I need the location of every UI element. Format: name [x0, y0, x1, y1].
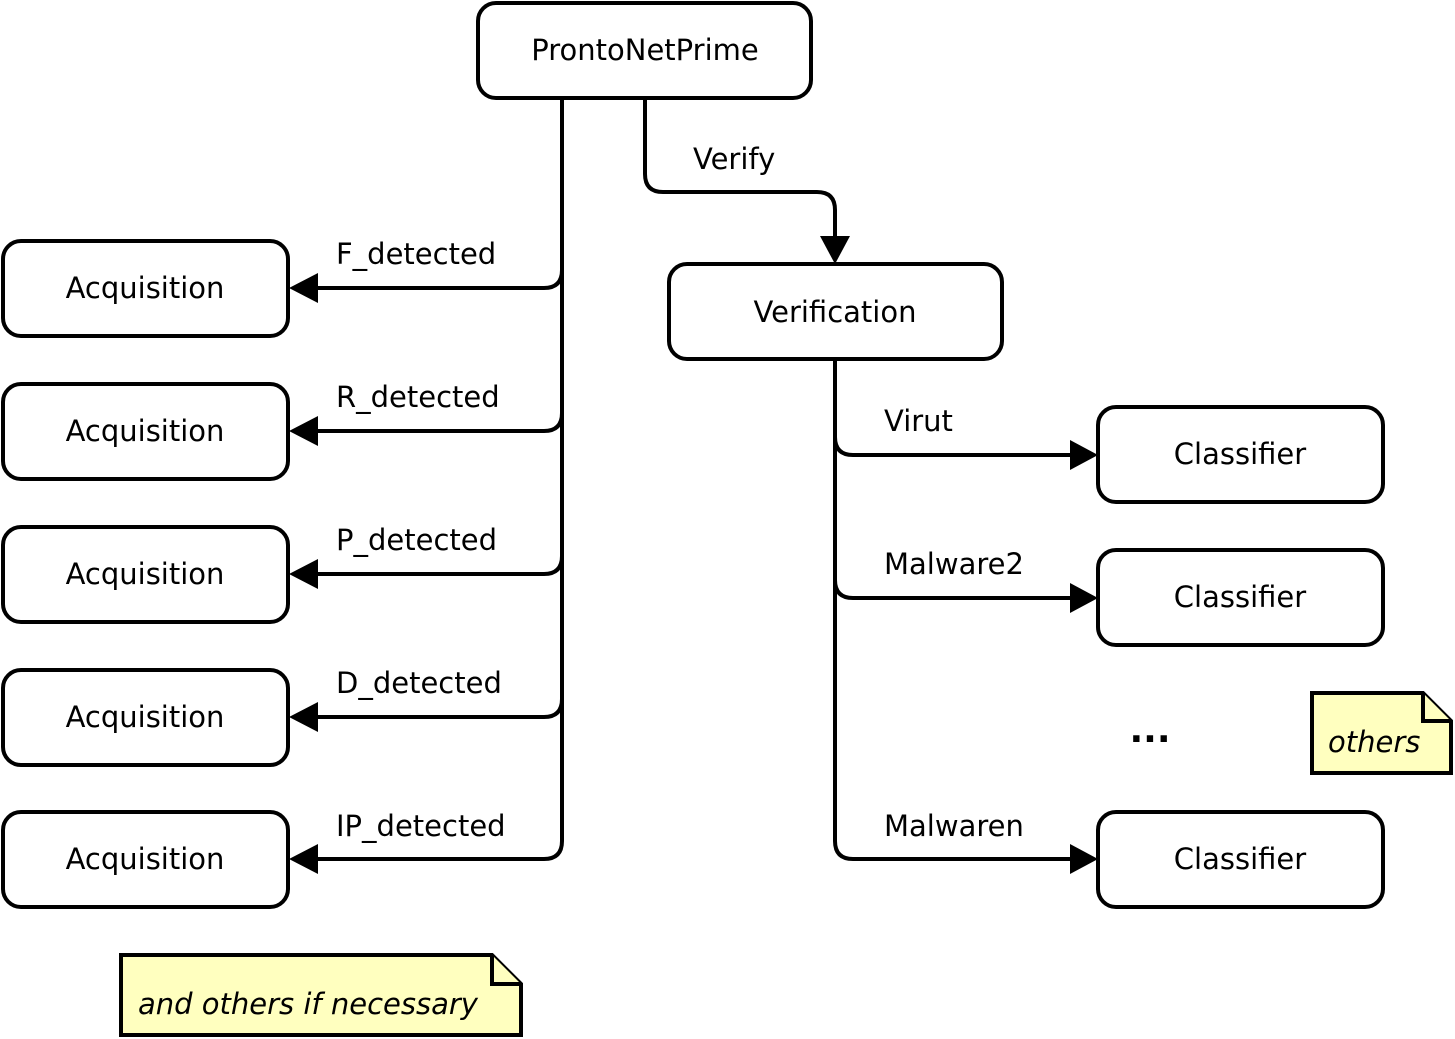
note-acquisitions: and others if necessary [119, 953, 523, 1037]
acquisition-group: Acquisition F_detected Acquisition R_det… [1, 237, 564, 909]
node-classifier[interactable]: Classifier [1096, 548, 1385, 647]
node-acquisition-label: Acquisition [66, 271, 225, 305]
node-prontonetprime-label: ProntoNetPrime [531, 33, 758, 67]
edge-r-detected: R_detected [289, 380, 564, 446]
node-verification[interactable]: Verification [667, 262, 1004, 361]
edge-p-detected-label: P_detected [336, 523, 497, 557]
node-verification-label: Verification [754, 295, 917, 329]
edge-f-detected: F_detected [289, 237, 564, 303]
edge-r-detected-label: R_detected [336, 380, 500, 414]
node-acquisition[interactable]: Acquisition [1, 382, 290, 481]
node-acquisition-label: Acquisition [66, 700, 225, 734]
node-acquisition[interactable]: Acquisition [1, 525, 290, 624]
edge-malwaren: Malwaren [884, 809, 1098, 874]
node-classifier[interactable]: Classifier [1096, 405, 1385, 504]
node-classifier[interactable]: Classifier [1096, 810, 1385, 909]
classifier-trunk [833, 359, 1070, 861]
node-acquisition-label: Acquisition [66, 414, 225, 448]
more-classifiers-ellipsis: ... [1129, 710, 1170, 751]
edge-malware2: Malware2 [833, 547, 1098, 613]
node-acquisition[interactable]: Acquisition [1, 668, 290, 767]
node-acquisition[interactable]: Acquisition [1, 239, 290, 338]
edge-d-detected-label: D_detected [336, 666, 502, 700]
note-acquisitions-text: and others if necessary [138, 987, 479, 1021]
node-prontonetprime[interactable]: ProntoNetPrime [476, 1, 813, 100]
node-classifier-label: Classifier [1174, 842, 1306, 876]
edge-verify: Verify [643, 98, 850, 264]
node-classifier-label: Classifier [1174, 437, 1306, 471]
node-acquisition[interactable]: Acquisition [1, 810, 290, 909]
edge-ip-detected: IP_detected [289, 809, 506, 874]
edge-malware2-label: Malware2 [884, 547, 1024, 581]
edge-ip-detected-label: IP_detected [336, 809, 506, 843]
node-acquisition-label: Acquisition [66, 557, 225, 591]
acquisition-trunk [318, 98, 564, 861]
edge-d-detected: D_detected [289, 666, 564, 732]
note-classifiers-text: others [1328, 725, 1420, 759]
edge-verify-label: Verify [693, 142, 775, 176]
node-classifier-label: Classifier [1174, 580, 1306, 614]
edge-f-detected-label: F_detected [336, 237, 496, 271]
edge-virut: Virut [833, 404, 1098, 470]
edge-malwaren-label: Malwaren [884, 809, 1024, 843]
classifier-group: Classifier Virut Classifier Malware2 ...… [833, 404, 1385, 909]
edge-p-detected: P_detected [289, 523, 564, 589]
node-acquisition-label: Acquisition [66, 842, 225, 876]
note-classifiers: others [1310, 691, 1453, 775]
edge-virut-label: Virut [884, 404, 953, 438]
